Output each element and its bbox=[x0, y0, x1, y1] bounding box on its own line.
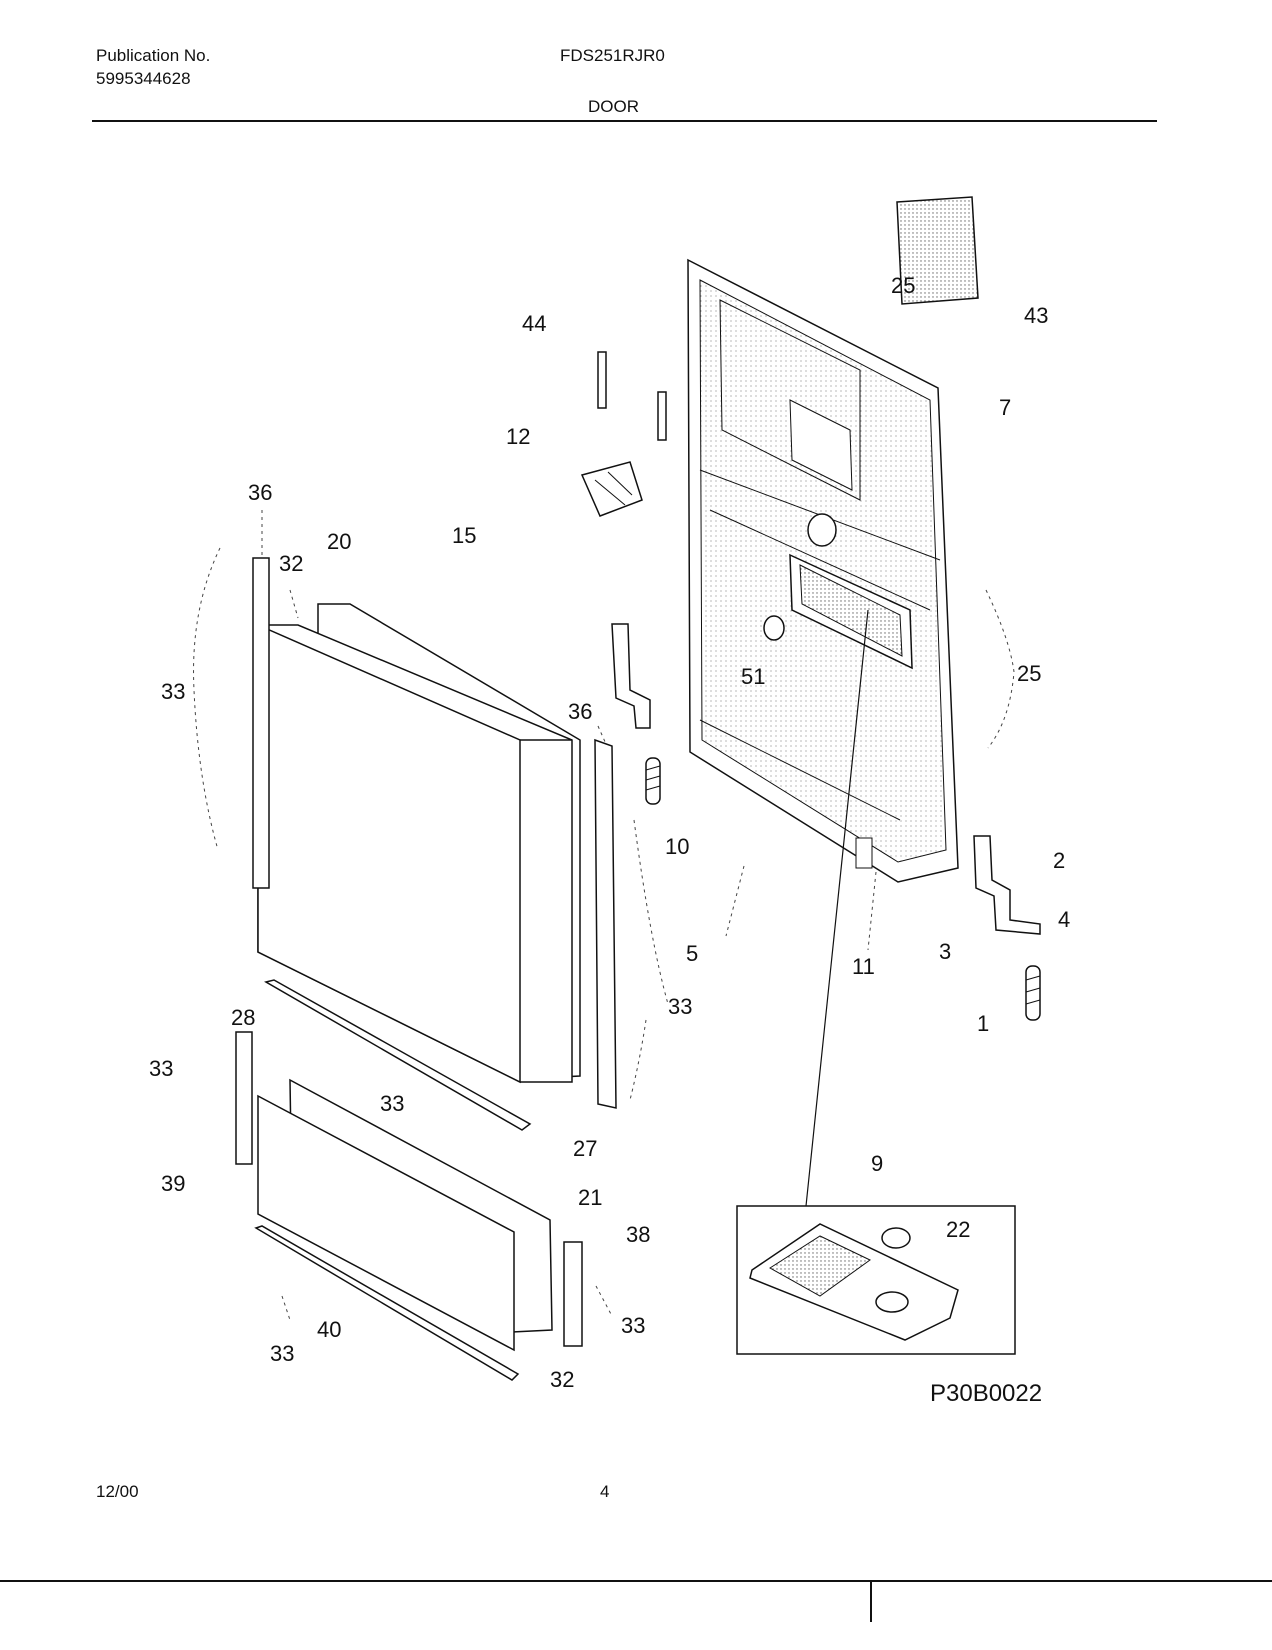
left-bracket-part bbox=[235, 1031, 253, 1165]
header-rule bbox=[92, 120, 1157, 122]
latch-part bbox=[580, 461, 643, 517]
callout-labels: 25 43 44 7 12 36 20 15 32 33 51 25 36 10… bbox=[149, 273, 1070, 1407]
publication-label: Publication No. bbox=[96, 46, 211, 65]
callout: 21 bbox=[578, 1185, 602, 1210]
callout: 32 bbox=[279, 551, 303, 576]
callout: 12 bbox=[506, 424, 530, 449]
grouping-brackets bbox=[193, 510, 1015, 1321]
model-number: FDS251RJR0 bbox=[560, 46, 665, 65]
callout: 20 bbox=[327, 529, 351, 554]
section-title: DOOR bbox=[588, 97, 639, 116]
callout: 32 bbox=[550, 1367, 574, 1392]
footer-rule-tick bbox=[870, 1582, 872, 1622]
exploded-parts-diagram: 25 43 44 7 12 36 20 15 32 33 51 25 36 10… bbox=[149, 196, 1070, 1407]
callout: 11 bbox=[852, 954, 875, 979]
callout: 28 bbox=[231, 1005, 255, 1030]
dispenser-cap-part bbox=[881, 1227, 911, 1249]
lower-strip-part bbox=[254, 1225, 520, 1381]
callout: 36 bbox=[568, 699, 592, 724]
callout: 9 bbox=[871, 1151, 883, 1176]
callout: 27 bbox=[573, 1136, 597, 1161]
footer-date: 12/00 bbox=[96, 1482, 139, 1501]
callout: 33 bbox=[161, 679, 185, 704]
strip-parts bbox=[597, 351, 667, 441]
leader-line bbox=[805, 609, 869, 1207]
callout: 51 bbox=[741, 664, 765, 689]
spring-part bbox=[645, 757, 661, 805]
right-bracket-part bbox=[563, 1241, 583, 1347]
hinge-arm-right-part bbox=[973, 835, 1041, 935]
callout: 36 bbox=[248, 480, 272, 505]
callout: 33 bbox=[270, 1341, 294, 1366]
callout: 33 bbox=[621, 1313, 645, 1338]
right-trim-part bbox=[594, 738, 617, 1109]
inner-door-part bbox=[687, 258, 959, 883]
callout: 22 bbox=[946, 1217, 970, 1242]
footer-rule bbox=[0, 1580, 1272, 1582]
drawing-code: P30B0022 bbox=[930, 1380, 1042, 1407]
hinge-arm-part bbox=[611, 623, 651, 729]
callout: 44 bbox=[522, 311, 546, 336]
dispenser-part bbox=[749, 1223, 959, 1341]
label-plate-part bbox=[896, 196, 979, 305]
outer-door-panel-part bbox=[257, 623, 573, 1084]
bottom-strip-part bbox=[264, 979, 532, 1131]
callout: 2 bbox=[1053, 848, 1065, 873]
callout: 1 bbox=[977, 1011, 989, 1036]
inlet-part bbox=[763, 615, 785, 641]
callout: 33 bbox=[149, 1056, 173, 1081]
callout: 10 bbox=[665, 834, 689, 859]
callout: 3 bbox=[939, 939, 951, 964]
callout: 40 bbox=[317, 1317, 341, 1342]
callout: 25 bbox=[891, 273, 915, 298]
spring-right-part bbox=[1025, 965, 1041, 1021]
kick-panel-part bbox=[257, 1078, 553, 1352]
left-trim-part bbox=[252, 557, 270, 889]
callout: 15 bbox=[452, 523, 476, 548]
callout: 33 bbox=[668, 994, 692, 1019]
page-number: 4 bbox=[600, 1482, 610, 1501]
publication-number: 5995344628 bbox=[96, 69, 191, 88]
callout: 4 bbox=[1058, 907, 1070, 932]
callout: 43 bbox=[1024, 303, 1048, 328]
callout: 39 bbox=[161, 1171, 185, 1196]
callout: 5 bbox=[686, 941, 698, 966]
callout: 25 bbox=[1017, 661, 1041, 686]
callout: 38 bbox=[626, 1222, 650, 1247]
callout: 7 bbox=[999, 395, 1011, 420]
callout: 33 bbox=[380, 1091, 404, 1116]
